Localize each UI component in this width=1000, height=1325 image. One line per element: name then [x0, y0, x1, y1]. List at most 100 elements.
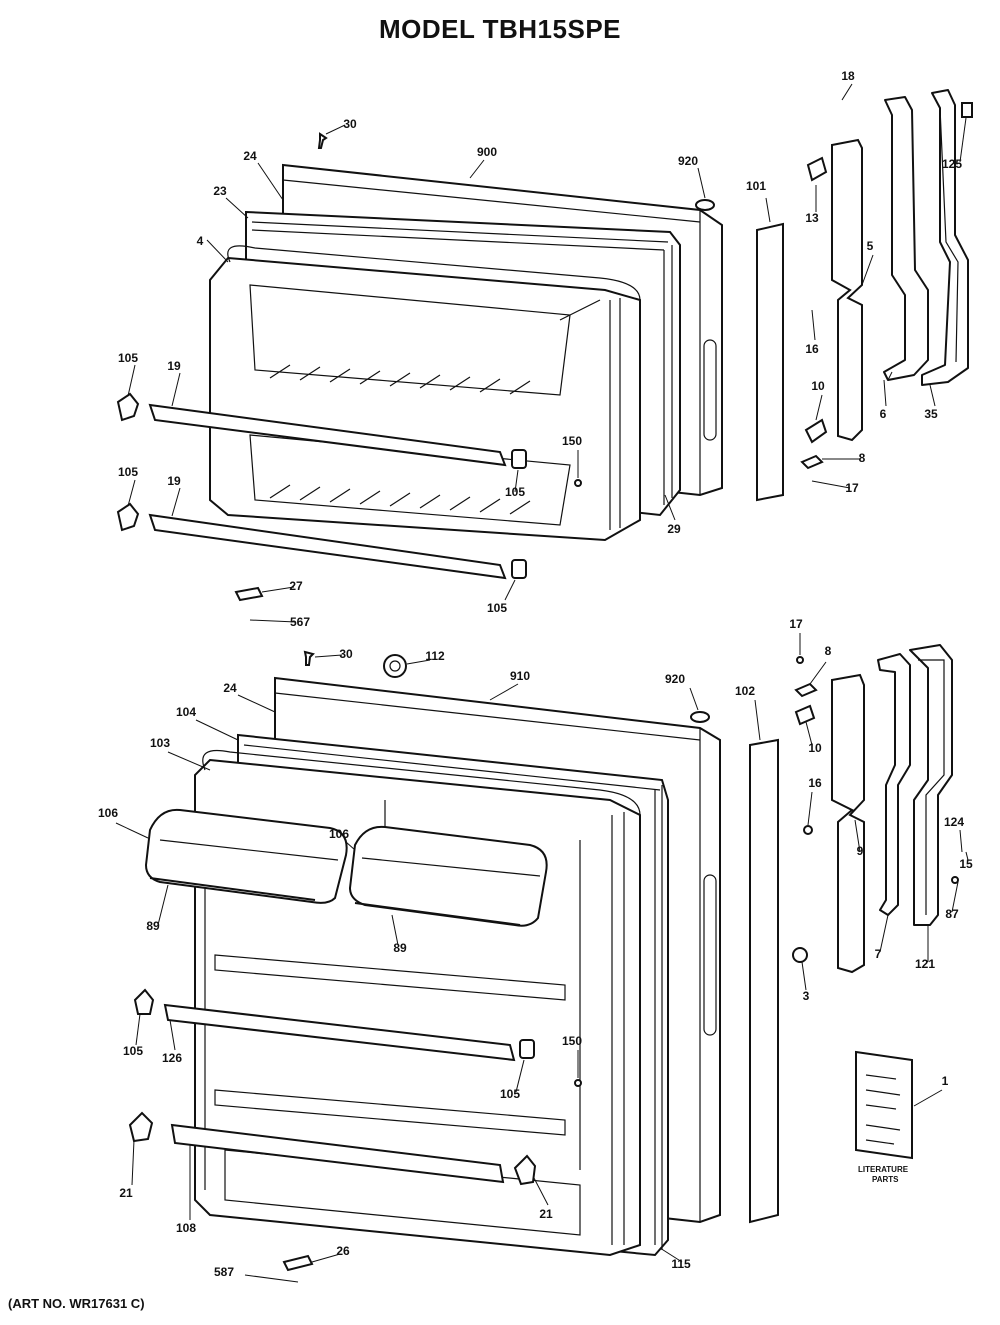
trim-strip-102: [749, 738, 779, 1224]
leader-line-fresh-104: [195, 719, 239, 741]
leader-line-fresh-16: [807, 791, 813, 826]
leader-line-fresh-105: [135, 1013, 141, 1046]
end-cap-105-c: [519, 1039, 535, 1059]
callout-fresh-126: 126: [162, 1051, 182, 1065]
callout-fresh-1: 1: [942, 1074, 949, 1088]
hinge-pin-8-bottom: [794, 682, 818, 698]
end-cap-105-left-c: [133, 988, 155, 1015]
leader-line-freezer-19: [171, 372, 181, 407]
callout-fresh-3: 3: [803, 989, 810, 1003]
leader-line-freezer-105: [127, 479, 136, 507]
fresh-food-door-assembly: LITERATURE PARTS: [128, 644, 959, 1272]
bracket-10-bottom: [794, 704, 816, 726]
leader-line-fresh-26: [311, 1253, 341, 1263]
callout-freezer-10: 10: [811, 379, 825, 393]
freezer-door-assembly: [116, 89, 973, 602]
art-number: (ART NO. WR17631 C): [8, 1296, 145, 1311]
dairy-cover-106-right: [348, 825, 548, 927]
leader-line-freezer-4: [206, 239, 229, 263]
leader-line-fresh-910: [489, 683, 519, 701]
leader-line-freezer-101: [765, 197, 771, 223]
leader-line-fresh-30: [314, 654, 343, 658]
callout-freezer-105: 105: [118, 351, 138, 365]
callout-fresh-105: 105: [500, 1087, 520, 1101]
callout-fresh-10: 10: [808, 741, 822, 755]
leader-line-fresh-8: [809, 661, 827, 685]
callout-fresh-21: 21: [119, 1186, 133, 1200]
callout-freezer-19: 19: [167, 359, 181, 373]
handle-9: [831, 673, 865, 974]
leader-line-fresh-9: [854, 819, 861, 853]
callout-freezer-4: 4: [197, 234, 204, 248]
leader-line-fresh-1: [913, 1089, 943, 1107]
leader-line-freezer-30: [325, 124, 346, 135]
leader-line-freezer-105: [514, 469, 519, 493]
callout-fresh-87: 87: [945, 907, 959, 921]
callout-fresh-21: 21: [539, 1207, 553, 1221]
callout-fresh-8: 8: [825, 644, 832, 658]
callout-freezer-27: 27: [289, 579, 303, 593]
callout-fresh-106: 106: [98, 806, 118, 820]
callout-fresh-121: 121: [915, 957, 935, 971]
leader-line-fresh-105: [515, 1059, 525, 1093]
callout-freezer-8: 8: [859, 451, 866, 465]
leader-line-freezer-24: [257, 162, 284, 201]
leader-line-freezer-27: [261, 586, 295, 593]
leader-line-fresh-21: [533, 1177, 549, 1206]
handle-5: [831, 138, 863, 442]
callout-freezer-6: 6: [880, 407, 887, 421]
trim-strip-101: [756, 222, 784, 502]
leader-line-freezer-17: [811, 480, 851, 489]
leader-line-fresh-89: [391, 914, 399, 946]
callout-freezer-13: 13: [805, 211, 819, 225]
shelf-bar-126: [163, 1003, 516, 1062]
leader-line-fresh-15: [965, 851, 969, 861]
freezer-shelf-bar-19-upper: [148, 403, 507, 467]
leader-line-freezer-125: [959, 117, 967, 163]
literature-caption-line2: PARTS: [872, 1175, 899, 1184]
end-cap-105-left-b: [116, 502, 140, 532]
leader-line-fresh-115: [659, 1247, 683, 1263]
model-title: MODEL TBH15SPE: [378, 14, 621, 44]
leader-line-fresh-587: [244, 1274, 299, 1283]
freezer-door-liner-4: [209, 256, 641, 542]
leader-line-freezer-5: [861, 254, 874, 286]
leader-line-freezer-6: [883, 379, 887, 407]
plug-920-top: [695, 199, 715, 211]
callout-freezer-125: 125: [942, 157, 962, 171]
freezer-liner-ribs: [269, 364, 531, 515]
end-cap-105-left-a: [116, 392, 140, 422]
handle-bar-7: [877, 653, 911, 916]
callout-freezer-920: 920: [678, 154, 698, 168]
leader-line-fresh-106: [115, 822, 149, 839]
leader-line-fresh-126: [169, 1019, 176, 1051]
literature-marks: [865, 1074, 901, 1145]
callout-freezer-23: 23: [213, 184, 227, 198]
callout-fresh-920: 920: [665, 672, 685, 686]
callout-fresh-103: 103: [150, 736, 170, 750]
callout-fresh-104: 104: [176, 705, 196, 719]
callout-fresh-30: 30: [339, 647, 353, 661]
leader-line-freezer-18: [841, 83, 853, 101]
hinge-pin-26: [282, 1254, 314, 1272]
callout-freezer-5: 5: [867, 239, 874, 253]
callout-fresh-112: 112: [425, 649, 445, 663]
callout-fresh-587: 587: [214, 1265, 234, 1279]
callout-fresh-108: 108: [176, 1221, 196, 1235]
callout-freezer-17: 17: [845, 481, 859, 495]
leader-line-fresh-24: [237, 694, 276, 713]
leader-line-freezer-10: [815, 394, 823, 421]
leader-line-fresh-3: [801, 961, 807, 991]
leader-line-freezer-35: [929, 384, 936, 407]
callout-freezer-150: 150: [562, 434, 582, 448]
leader-line-freezer-105: [127, 364, 136, 397]
callout-freezer-900: 900: [477, 145, 497, 159]
leader-line-fresh-87: [951, 881, 959, 913]
callout-fresh-7: 7: [875, 947, 882, 961]
literature-caption-line1: LITERATURE: [858, 1165, 909, 1174]
plug-112: [383, 654, 407, 678]
handle-bar-6: [883, 96, 929, 381]
